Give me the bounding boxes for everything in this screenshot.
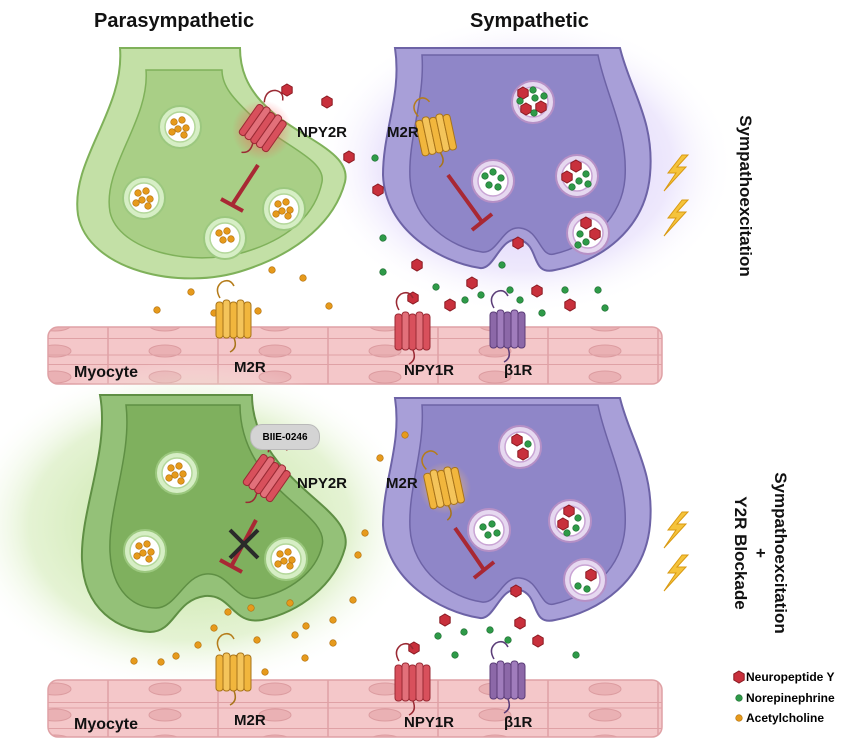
drug-label-biie0246: BIIE-0246: [250, 424, 320, 450]
legend-ne-icon: [735, 694, 743, 702]
bottom-panel: [0, 360, 689, 738]
legend-neuropeptide-y: Neuropeptide Y: [746, 670, 834, 684]
npy2r-label-bottom: NPY2R: [297, 475, 348, 492]
m2r-presynaptic-label-top: M2R: [387, 124, 419, 141]
bottom-side-label: Sympathoexcitation + Y2R Blockade: [727, 453, 793, 653]
npy1r-label-bottom: NPY1R: [404, 714, 455, 731]
legend-norepinephrine: Norepinephrine: [746, 691, 835, 705]
m2r-myocyte-label-top: M2R: [234, 359, 266, 376]
top-side-label: Sympathoexcitation: [736, 115, 755, 277]
legend-npy-label: Neuropeptide Y: [746, 670, 835, 684]
npy-cleft-bottom: [510, 584, 522, 598]
npy1r-label-top: NPY1R: [404, 362, 455, 379]
parasympathetic-header: Parasympathetic: [94, 10, 255, 32]
legend-npy-icon: [733, 670, 745, 684]
npy2r-label-top: NPY2R: [297, 124, 348, 141]
m2r-myocyte-label-bottom: M2R: [234, 712, 266, 729]
bottom-side-label-line2: +: [751, 548, 770, 558]
npy-cleft-top: [512, 236, 524, 250]
sympathetic-header: Sympathetic: [470, 10, 589, 32]
legend-acetylcholine: Acetylcholine: [746, 711, 824, 725]
myocyte-label-bottom: Myocyte: [74, 716, 139, 733]
legend-ne-label: Norepinephrine: [746, 691, 835, 705]
inhibition-arrow-para-top: [220, 163, 260, 213]
inhibition-arrow-sym-bottom: [453, 526, 496, 580]
b1r-label-bottom: β1R: [504, 714, 533, 731]
lightning-bolt-icon: [663, 554, 689, 592]
inhibition-arrow-sym-top: [446, 173, 494, 232]
myocyte-label-top: Myocyte: [74, 364, 139, 381]
x-cross-icon: [228, 528, 260, 560]
bottom-side-label-line1: Sympathoexcitation: [771, 472, 790, 634]
legend-symbols: [733, 670, 745, 722]
lightning-bolt-icon: [663, 511, 689, 549]
legend-ach-icon: [735, 714, 743, 722]
legend-ach-label: Acetylcholine: [746, 711, 825, 725]
top-panel: [47, 15, 735, 385]
b1r-label-top: β1R: [504, 362, 533, 379]
m2r-presynaptic-label-bottom: M2R: [386, 475, 418, 492]
bottom-side-label-line3: Y2R Blockade: [731, 496, 750, 610]
